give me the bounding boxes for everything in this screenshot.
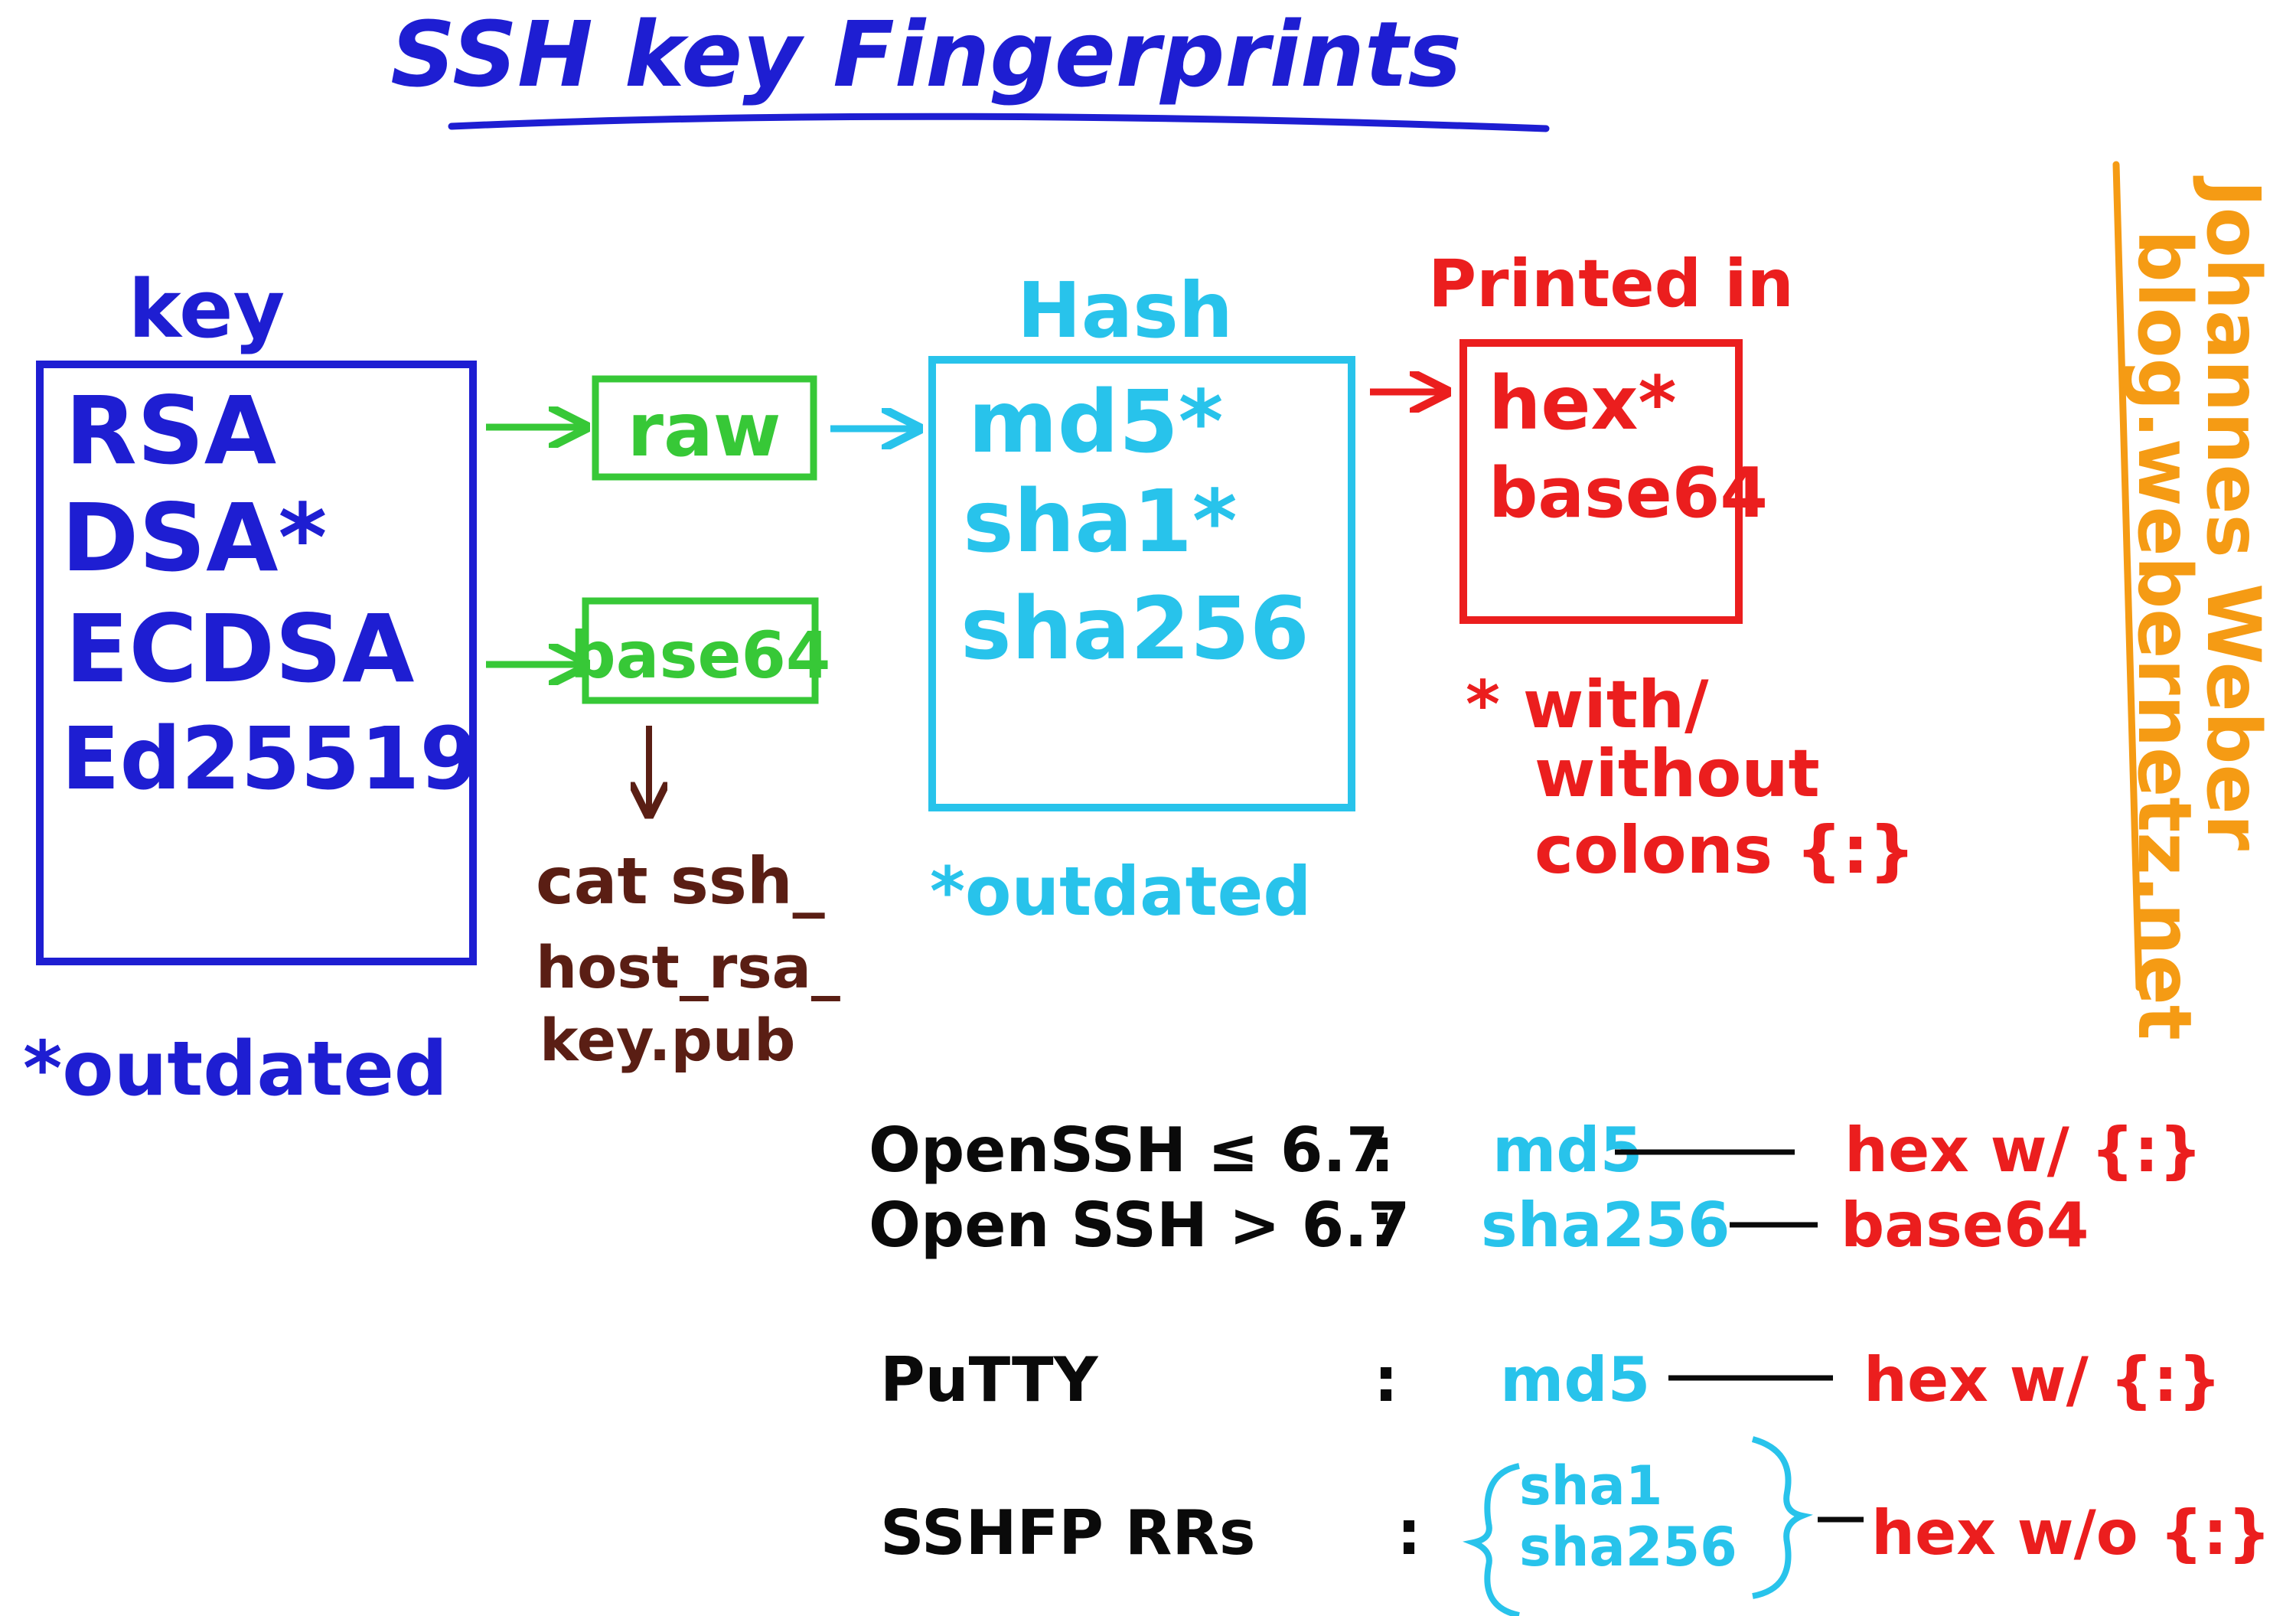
key-box-title: key: [129, 263, 285, 356]
row-colon: :: [1374, 1344, 1398, 1415]
printed-box: [1459, 339, 1743, 624]
table-row-putty: PuTTY : md5 hex w/ {:}: [880, 1344, 2222, 1415]
row-colon: :: [1397, 1497, 1421, 1569]
title-underline: [448, 113, 1550, 132]
row-name: SSHFP RRs: [880, 1497, 1256, 1569]
raw-label: raw: [628, 387, 781, 473]
page-title: SSH key Fingerprints: [390, 2, 1461, 107]
row-colon: :: [1370, 1115, 1394, 1186]
hash-box-title: Hash: [1017, 266, 1233, 355]
row-hash-brace-right: [1751, 1436, 1813, 1599]
row-hash: sha1: [1519, 1454, 1662, 1517]
row-output: base64: [1841, 1190, 2089, 1261]
row-name: OpenSSH ≤ 6.7: [869, 1115, 1389, 1186]
hash-item-md5: md5*: [968, 373, 1223, 472]
row-name: PuTTY: [880, 1344, 1099, 1415]
printed-box-title: Printed in: [1428, 246, 1794, 322]
cat-command-line1: cat ssh_: [536, 844, 825, 919]
row-hash-brace-left: [1463, 1463, 1520, 1616]
hash-item-sha1: sha1*: [963, 472, 1237, 572]
printed-note-line2: without: [1534, 736, 1820, 812]
row-hash: md5: [1500, 1344, 1650, 1415]
cat-command-line2: host_rsa_: [536, 933, 840, 1001]
author-name: Johannes Weber: [2190, 175, 2276, 851]
key-item-rsa: RSA: [65, 377, 276, 485]
base64-label: base64: [570, 618, 831, 693]
printed-note-line1: * with/: [1466, 667, 1709, 743]
hash-box: [928, 356, 1355, 811]
row-output: hex w/ {:}: [1844, 1115, 2203, 1186]
key-item-ed25519: Ed25519: [61, 710, 479, 809]
row-hash-2: sha256: [1519, 1516, 1737, 1578]
row-name: Open SSH > 6.7: [869, 1190, 1410, 1261]
table-row-sshfp: SSHFP RRs : sha1 sha256 hex w/o {:}: [880, 1436, 2272, 1616]
table-row-openssh-new: Open SSH > 6.7 : sha256 base64: [869, 1190, 2089, 1261]
cat-command-line3: key.pub: [540, 1006, 795, 1074]
key-item-dsa: DSA*: [61, 484, 327, 593]
raw-box: [592, 375, 817, 481]
row-output: hex w/ {:}: [1864, 1344, 2222, 1415]
hash-item-sha256: sha256: [960, 579, 1309, 679]
printed-item-hex: hex*: [1489, 361, 1677, 446]
printed-note-line3: colons {:}: [1534, 812, 1916, 889]
key-outdated-note: *outdated: [23, 1026, 448, 1113]
hash-outdated-note: *outdated: [930, 852, 1311, 931]
author-divider: [2112, 161, 2143, 991]
printed-item-base64: base64: [1489, 453, 1768, 534]
key-item-ecdsa: ECDSA: [65, 595, 414, 704]
table-row-openssh-old: OpenSSH ≤ 6.7 : md5 hex w/ {:}: [869, 1115, 2203, 1186]
key-box: [36, 361, 477, 965]
row-output: hex w/o {:}: [1871, 1497, 2272, 1569]
row-colon: :: [1370, 1190, 1394, 1261]
author-url: blog.webernetz.net: [2122, 230, 2207, 1040]
row-hash: sha256: [1481, 1190, 1730, 1261]
base64-box: [582, 597, 819, 704]
